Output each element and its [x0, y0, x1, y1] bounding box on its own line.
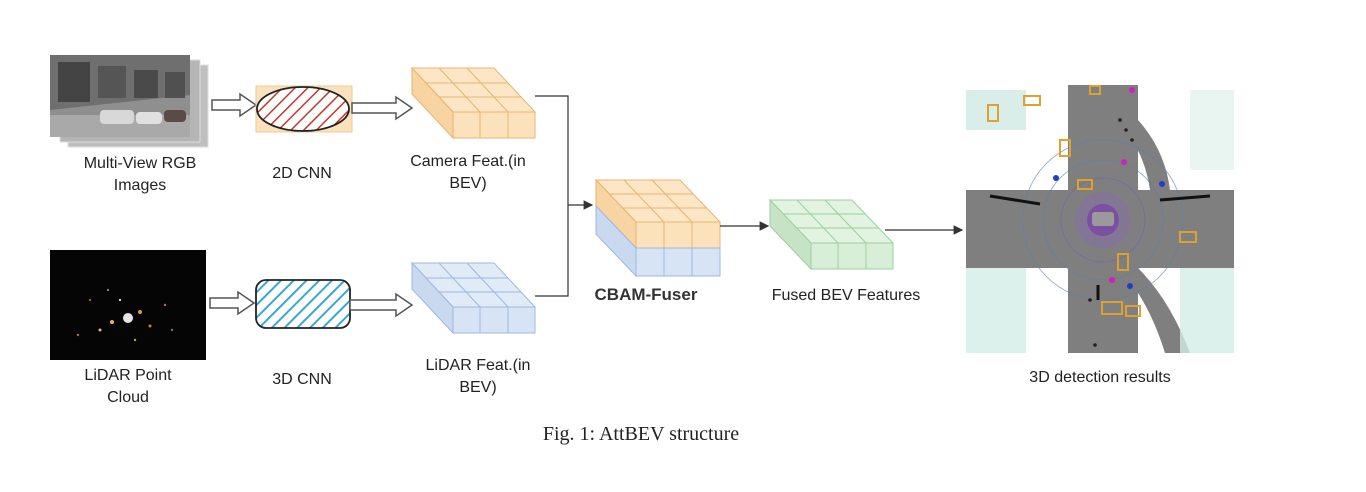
lidar-point-cloud-image [50, 250, 206, 360]
cnn3d-block [255, 279, 351, 329]
camera-feat-block [410, 66, 537, 140]
cnn2d-block [255, 85, 353, 133]
lidar-feat-label-line1: LiDAR Feat.(in [426, 357, 531, 374]
cnn2d-label: 2D CNN [272, 165, 332, 182]
cnn3d-label: 3D CNN [272, 371, 332, 388]
fused-bev-label: Fused BEV Features [772, 287, 921, 304]
lidar-label-line2: Cloud [107, 389, 149, 406]
fused-bev-feat-block [768, 198, 895, 271]
cbam-fuser-label: CBAM-Fuser [595, 285, 698, 304]
cbam-fuser-lidar-layer [595, 204, 721, 278]
double-arrow-3dcnn-to-lidar-feat [349, 292, 414, 318]
rgb-label-line2: Images [114, 177, 166, 194]
lidar-label-line1: LiDAR Point [84, 367, 172, 384]
connector-camera-to-fuser [535, 95, 569, 205]
double-arrow-2dcnn-to-camera-feat [351, 95, 414, 121]
lidar-feat-block [410, 261, 537, 335]
street-photo [50, 55, 190, 137]
results-label: 3D detection results [1029, 369, 1170, 386]
lidar-feat-label-line2: BEV) [459, 379, 496, 396]
connector-lidar-to-fuser [535, 205, 569, 297]
rgb-images-stack [50, 55, 209, 148]
figure-caption: Fig. 1: AttBEV structure [543, 423, 739, 445]
camera-feat-label-line1: Camera Feat.(in [410, 153, 526, 170]
double-arrow-rgb-to-2dcnn [211, 92, 258, 118]
rgb-label-line1: Multi-View RGB [84, 155, 197, 172]
cbam-fuser-block [594, 178, 722, 250]
double-arrow-lidar-to-3dcnn [209, 290, 256, 316]
detection-results-map [966, 85, 1234, 353]
camera-feat-label-line2: BEV) [449, 175, 486, 192]
